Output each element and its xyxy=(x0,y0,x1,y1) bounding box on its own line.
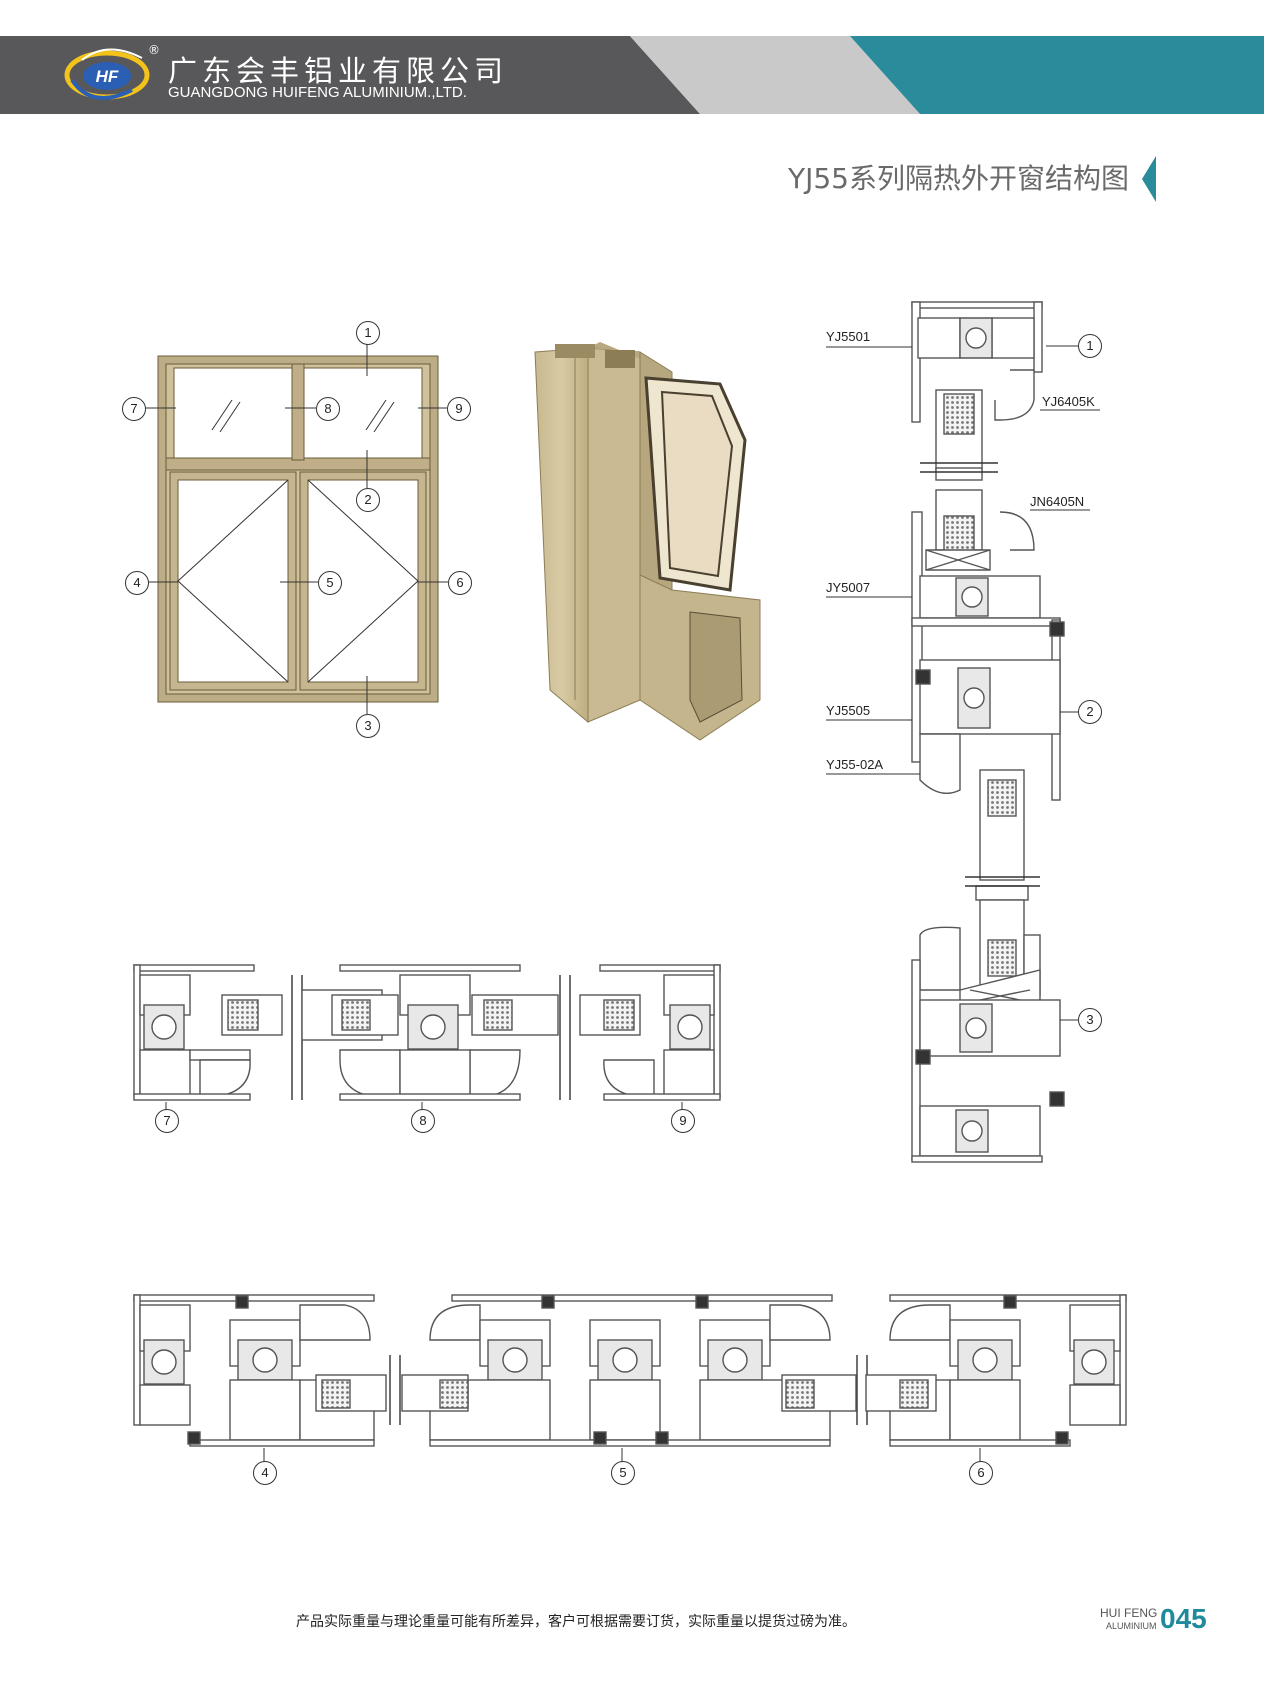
horizontal-section-bottom xyxy=(133,1294,1127,1447)
window-elevation xyxy=(157,355,439,703)
elevation-leaders xyxy=(145,344,448,714)
callout-9: 9 xyxy=(447,397,471,421)
callout-6: 6 xyxy=(448,571,472,595)
hsection-callout-8: 8 xyxy=(411,1109,435,1133)
vertical-callout-3: 3 xyxy=(1078,1008,1102,1032)
hsection-callout-7: 7 xyxy=(155,1109,179,1133)
footer-note: 产品实际重量与理论重量可能有所差异，客户可根据需要订货，实际重量以提货过磅为准。 xyxy=(296,1614,856,1630)
callout-8: 8 xyxy=(316,397,340,421)
header-background xyxy=(0,36,1264,114)
company-logo: HF xyxy=(62,40,152,110)
title-marker-icon xyxy=(1142,156,1156,202)
callout-5: 5 xyxy=(318,571,342,595)
hsection-callout-5: 5 xyxy=(611,1461,635,1485)
company-name-cn: 广东会丰铝业有限公司 xyxy=(168,54,509,88)
vertical-callout-2: 2 xyxy=(1078,700,1102,724)
part-label-jy5007: JY5007 xyxy=(826,580,871,595)
hsection-callout-9: 9 xyxy=(671,1109,695,1133)
hsection-callout-6: 6 xyxy=(969,1461,993,1485)
header-banner xyxy=(0,36,1264,114)
profile-3d-render xyxy=(534,342,761,741)
company-name-en: GUANGDONG HUIFENG ALUMINIUM.,LTD. xyxy=(168,84,467,101)
part-label-yj5501: YJ5501 xyxy=(826,329,871,344)
registered-mark: ® xyxy=(148,43,160,57)
vertical-section-leaders xyxy=(826,345,1100,1021)
vertical-section xyxy=(911,301,1065,1163)
page-title: YJ55系列隔热外开窗结构图 xyxy=(788,162,1129,195)
callout-1: 1 xyxy=(356,321,380,345)
part-label-jn6405n: JN6405N xyxy=(1030,494,1085,509)
footer-brand-line2: ALUMINIUM xyxy=(1106,1621,1157,1631)
horizontal-section-top xyxy=(133,964,721,1101)
part-label-yj6405k: YJ6405K xyxy=(1042,394,1095,409)
callout-3: 3 xyxy=(356,714,380,738)
footer-brand-line1: HUI FENG xyxy=(1100,1606,1158,1620)
vertical-callout-1: 1 xyxy=(1078,334,1102,358)
page-number: 045 xyxy=(1160,1603,1207,1634)
part-label-yj5505: YJ5505 xyxy=(826,703,871,718)
callout-2: 2 xyxy=(356,488,380,512)
hsection-callout-4: 4 xyxy=(253,1461,277,1485)
callout-4: 4 xyxy=(125,571,149,595)
part-label-yj55-02a: YJ55-02A xyxy=(826,757,884,772)
callout-7: 7 xyxy=(122,397,146,421)
logo-text: HF xyxy=(96,67,119,86)
